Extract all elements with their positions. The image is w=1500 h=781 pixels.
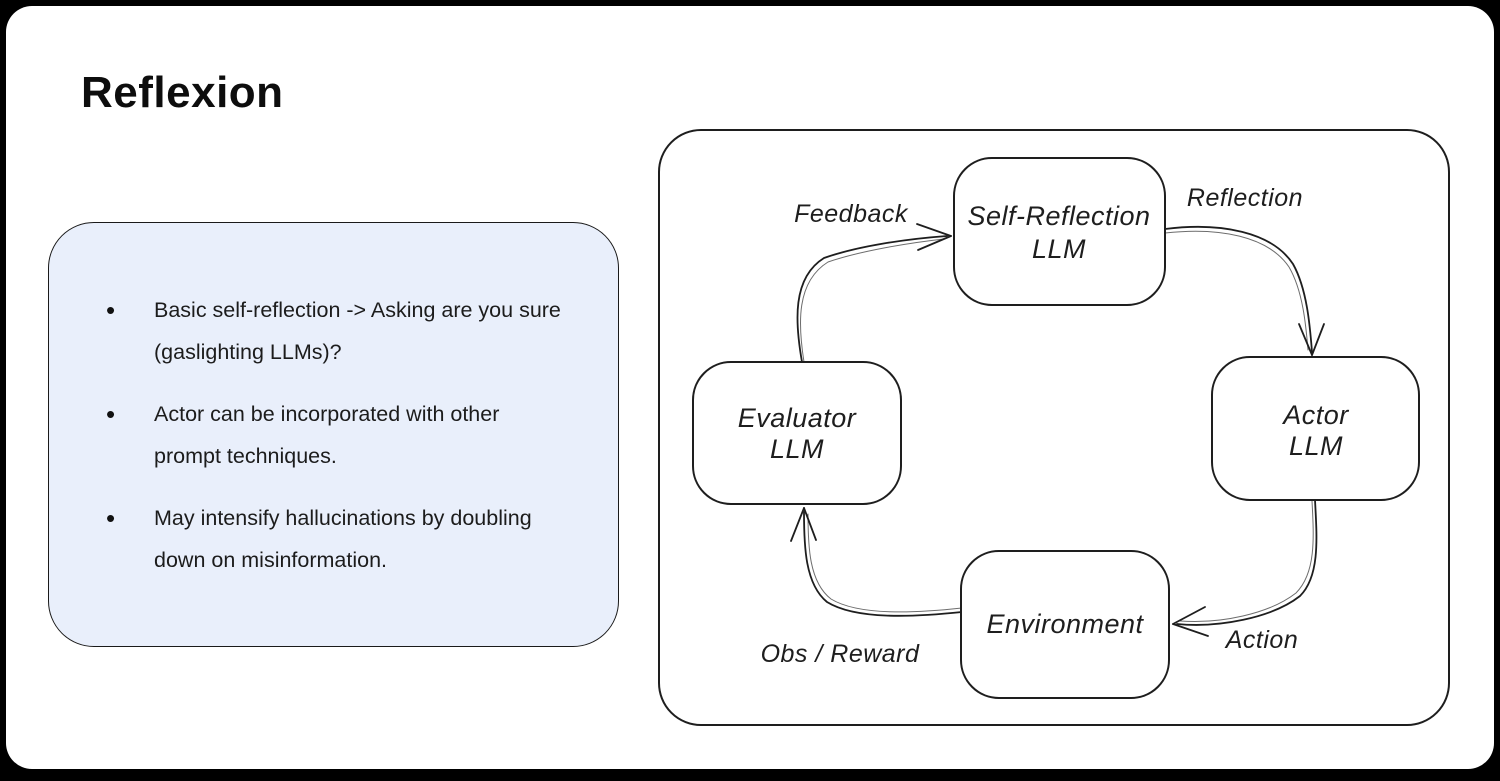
edge-label-obs-reward: Obs / Reward (761, 640, 920, 668)
node-self-reflection-llm: Self-Reflection LLM (953, 157, 1166, 306)
node-environment: Environment (960, 550, 1170, 699)
bullet-item: Actor can be incorporated with other pro… (106, 393, 578, 477)
reflexion-cycle-diagram: Feedback Reflection Action (658, 129, 1450, 726)
edge-label-reflection: Reflection (1187, 184, 1303, 212)
bullet-text: May intensify hallucinations by doubling… (154, 506, 532, 572)
node-self-reflection-llm-line2: LLM (1032, 234, 1086, 264)
slide: Reflexion Basic self-reflection -> Askin… (6, 6, 1494, 769)
edge-obs-reward: Obs / Reward (761, 507, 963, 668)
node-self-reflection-llm-line1: Self-Reflection (967, 201, 1150, 231)
bullet-list: Basic self-reflection -> Asking are you … (106, 289, 578, 581)
bullet-item: May intensify hallucinations by doubling… (106, 497, 578, 581)
node-actor-llm-line1: Actor (1281, 400, 1349, 430)
bullet-text: Basic self-reflection -> Asking are you … (154, 298, 561, 364)
bullet-item: Basic self-reflection -> Asking are you … (106, 289, 578, 373)
edge-feedback: Feedback (794, 200, 952, 363)
node-actor-llm: Actor LLM (1211, 356, 1420, 501)
node-environment-line1: Environment (986, 609, 1144, 639)
edge-action: Action (1172, 499, 1318, 654)
node-evaluator-llm-line2: LLM (770, 434, 824, 464)
node-actor-llm-line2: LLM (1289, 431, 1343, 461)
node-evaluator-llm: Evaluator LLM (692, 361, 902, 505)
edge-reflection: Reflection (1164, 184, 1325, 356)
node-evaluator-llm-line1: Evaluator (738, 403, 857, 433)
diagram-container (658, 129, 1450, 726)
bullet-text: Actor can be incorporated with other pro… (154, 402, 500, 468)
notes-card: Basic self-reflection -> Asking are you … (48, 222, 619, 647)
slide-title: Reflexion (81, 68, 284, 117)
edge-label-action: Action (1224, 626, 1298, 654)
edge-label-feedback: Feedback (794, 200, 909, 228)
